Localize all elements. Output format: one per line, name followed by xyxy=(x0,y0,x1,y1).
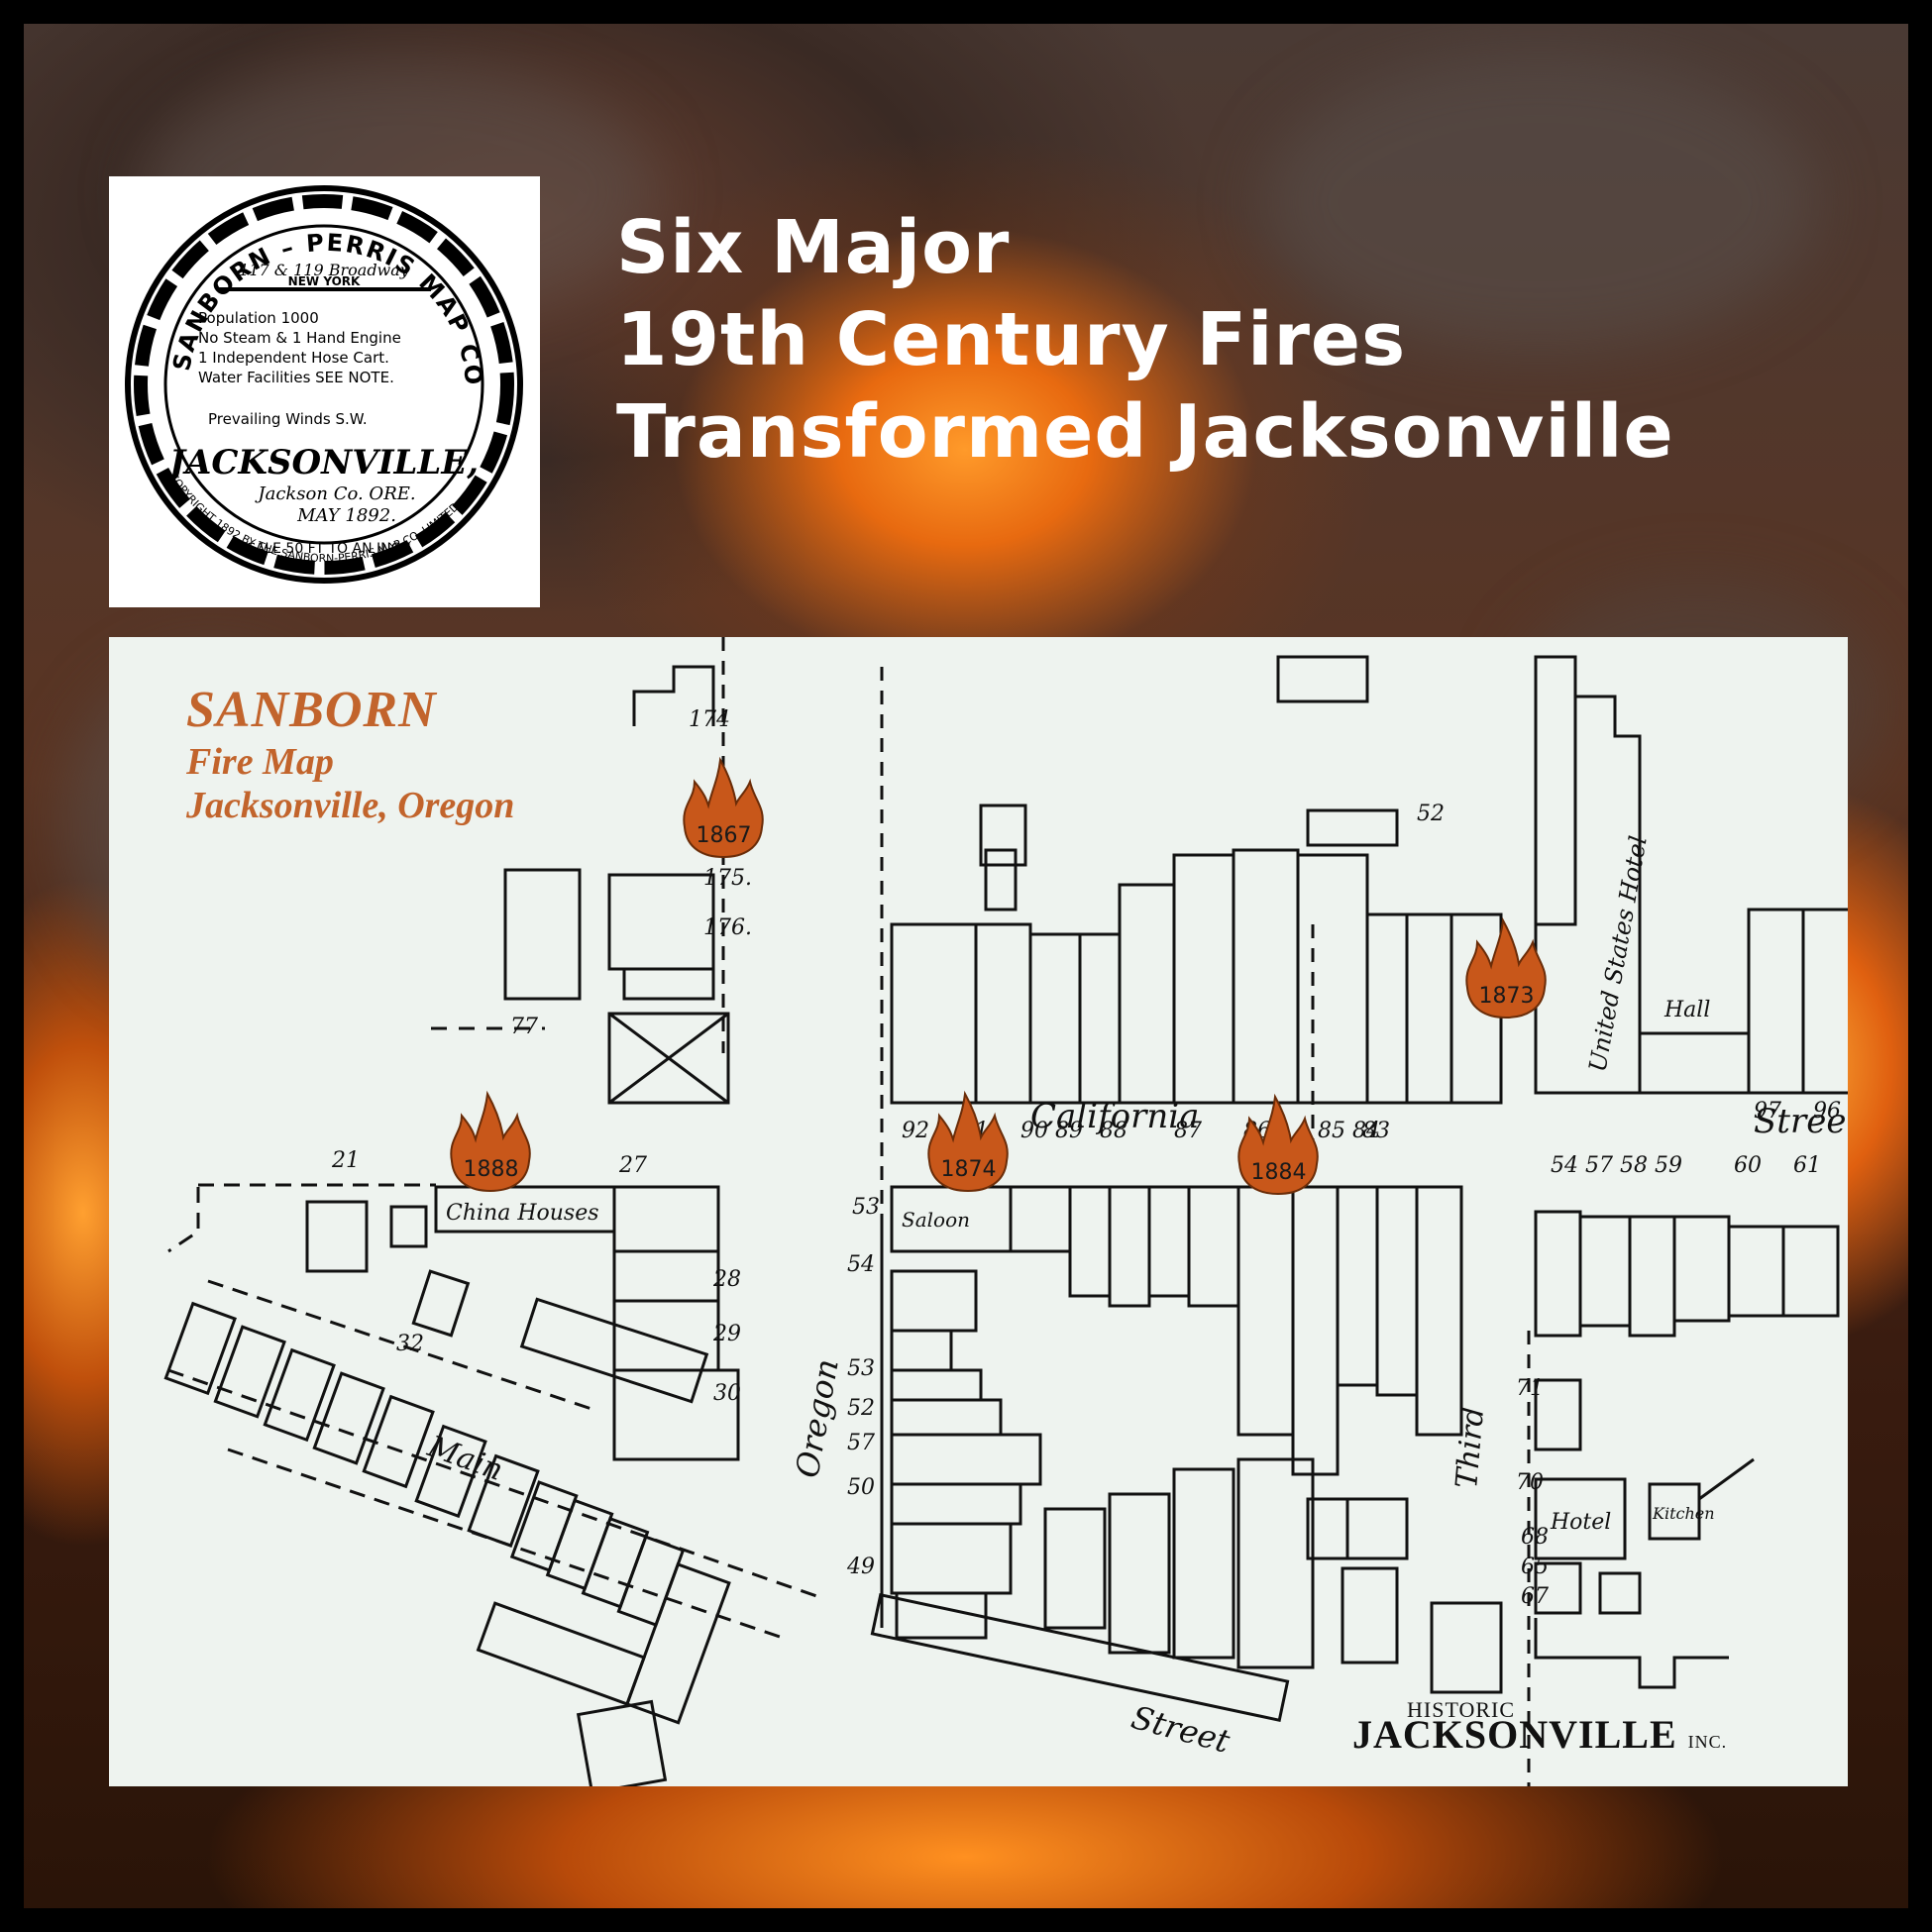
fire-year: 1873 xyxy=(1478,984,1535,1009)
svg-text:Water Facilities SEE NOTE.: Water Facilities SEE NOTE. xyxy=(198,369,394,386)
logo-jacksonville: JACKSONVILLE INC. xyxy=(1352,1712,1728,1757)
svg-text:49: 49 xyxy=(846,1555,875,1579)
fire-marker-1874[interactable]: 1874 xyxy=(921,1090,1016,1194)
svg-text:174: 174 xyxy=(689,707,730,732)
svg-text:54: 54 xyxy=(847,1252,875,1277)
svg-text:21: 21 xyxy=(331,1148,360,1173)
svg-text:90 89: 90 89 xyxy=(1020,1119,1083,1143)
svg-text:87: 87 xyxy=(1174,1119,1202,1143)
map-legend: SANBORN Fire Map Jacksonville, Oregon xyxy=(186,681,514,827)
svg-text:Prevailing Winds S.W.: Prevailing Winds S.W. xyxy=(208,410,368,428)
flame-icon xyxy=(450,1090,531,1193)
fire-marker-1873[interactable]: 1873 xyxy=(1459,916,1554,1020)
svg-text:Jackson Co. ORE.: Jackson Co. ORE. xyxy=(254,483,415,504)
svg-text:60: 60 xyxy=(1734,1153,1762,1178)
street-label: Street xyxy=(1754,1102,1848,1141)
street-oregon: Oregon xyxy=(788,1356,845,1481)
svg-text:83: 83 xyxy=(1362,1119,1390,1143)
svg-text:Population 1000: Population 1000 xyxy=(198,309,319,327)
svg-text:NEW YORK: NEW YORK xyxy=(288,274,361,288)
svg-text:30: 30 xyxy=(713,1381,741,1406)
svg-text:57: 57 xyxy=(847,1431,875,1455)
map-label-kitchen: Kitchen xyxy=(1652,1504,1715,1523)
svg-text:53: 53 xyxy=(847,1356,875,1381)
flame-icon xyxy=(1237,1093,1319,1196)
svg-text:28: 28 xyxy=(712,1267,741,1292)
fire-year: 1874 xyxy=(940,1157,997,1182)
fire-year: 1888 xyxy=(463,1157,519,1182)
street-california: California xyxy=(1030,1097,1199,1136)
map-label-hotel: Hotel xyxy=(1550,1510,1611,1535)
map-label-hall: Hall xyxy=(1664,998,1710,1022)
svg-text:65: 65 xyxy=(1521,1555,1549,1579)
title-line-3: Transformed Jacksonville xyxy=(616,389,1674,475)
smoke xyxy=(1262,54,1817,351)
svg-text:77: 77 xyxy=(510,1015,538,1039)
map-label-us-hotel: United States Hotel xyxy=(1583,834,1652,1074)
flame-icon xyxy=(1465,916,1547,1020)
svg-text:176.: 176. xyxy=(703,915,752,940)
map-label-saloon: Saloon xyxy=(902,1208,970,1232)
svg-text:53: 53 xyxy=(852,1195,880,1220)
svg-text:No Steam & 1 Hand Engine: No Steam & 1 Hand Engine xyxy=(198,329,401,347)
flame-icon xyxy=(683,756,764,859)
svg-text:MAY 1892.: MAY 1892. xyxy=(296,505,396,526)
svg-text:52: 52 xyxy=(847,1396,875,1421)
fire-year: 1884 xyxy=(1250,1160,1307,1185)
title-line-1: Six Major xyxy=(616,205,1011,290)
legend-location: Jacksonville, Oregon xyxy=(186,785,515,826)
svg-text:52: 52 xyxy=(1417,802,1445,826)
svg-text:70: 70 xyxy=(1516,1470,1544,1495)
legend-subtitle: Fire Map xyxy=(186,741,334,783)
street-main: Main xyxy=(422,1429,507,1488)
svg-text:32: 32 xyxy=(396,1332,424,1356)
svg-text:29: 29 xyxy=(712,1322,741,1346)
svg-text:96: 96 xyxy=(1813,1099,1841,1124)
seal-graphic: SANBORN – PERRIS MAP CO. LIMITED COPYRIG… xyxy=(96,155,523,584)
fire-year: 1867 xyxy=(696,823,752,848)
svg-text:54 57 58 59: 54 57 58 59 xyxy=(1551,1153,1682,1178)
svg-text:61: 61 xyxy=(1793,1153,1821,1178)
svg-text:SCALE 50 FT TO AN INCH: SCALE 50 FT TO AN INCH xyxy=(237,541,411,557)
svg-text:97: 97 xyxy=(1754,1099,1781,1124)
svg-text:JACKSONVILLE,: JACKSONVILLE, xyxy=(163,443,479,483)
svg-text:50: 50 xyxy=(847,1475,875,1500)
svg-text:117 & 119 Broadway: 117 & 119 Broadway xyxy=(239,261,410,279)
svg-text:88: 88 xyxy=(1100,1119,1127,1143)
svg-text:1 Independent Hose Cart.: 1 Independent Hose Cart. xyxy=(198,349,389,367)
fire-marker-1867[interactable]: 1867 xyxy=(677,756,771,860)
sanborn-fire-map: California Oregon Main Third Street Stre… xyxy=(109,637,1848,1786)
svg-text:92: 92 xyxy=(902,1119,929,1143)
street-third: Third xyxy=(1449,1405,1491,1489)
fire-marker-1884[interactable]: 1884 xyxy=(1232,1093,1326,1197)
title-line-2: 19th Century Fires xyxy=(616,297,1407,382)
map-drawing: California Oregon Main Third Street Stre… xyxy=(163,637,1848,1786)
map-label-china-houses: China Houses xyxy=(446,1201,599,1226)
svg-text:27: 27 xyxy=(618,1153,647,1178)
svg-text:71: 71 xyxy=(1516,1376,1544,1401)
sanborn-seal: SANBORN – PERRIS MAP CO. LIMITED COPYRIG… xyxy=(96,155,540,607)
flame-icon xyxy=(927,1090,1009,1193)
page-title: Six Major 19th Century Fires Transformed… xyxy=(616,202,1674,479)
logo-inc: INC. xyxy=(1687,1732,1728,1752)
svg-text:68: 68 xyxy=(1521,1525,1549,1550)
svg-text:85 84: 85 84 xyxy=(1318,1119,1380,1143)
logo-historic: HISTORIC xyxy=(1407,1697,1516,1722)
legend-title: SANBORN xyxy=(186,682,437,738)
fire-marker-1888[interactable]: 1888 xyxy=(444,1090,538,1194)
svg-text:175.: 175. xyxy=(703,866,752,891)
svg-text:67: 67 xyxy=(1521,1584,1549,1609)
